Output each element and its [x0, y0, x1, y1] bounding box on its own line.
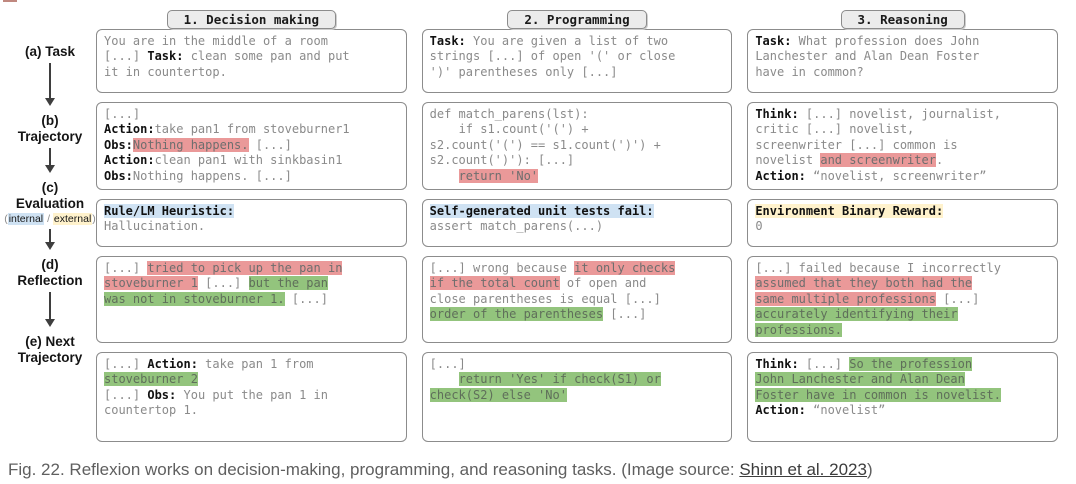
reflection-box-programming: [...] wrong because it only checks if th… — [421, 256, 733, 344]
row-label-evaluation-internal-external: (internal / external) — [4, 213, 96, 225]
flow-labels-column: (a) Task (b) Trajectory (c) Evaluation (… — [4, 10, 96, 442]
row-label-evaluation: Evaluation — [15, 196, 85, 211]
task-box-decision-making: You are in the middle of a room [...] Ta… — [96, 29, 407, 93]
content-grid: 1. Decision making You are in the middle… — [96, 10, 1058, 443]
row-label-reflection: Reflection — [17, 273, 83, 288]
arrow-trajectory-to-evaluation — [45, 148, 55, 173]
trajectory-box-programming: def match_parens(lst): if s1.count('(') … — [421, 102, 733, 190]
column-programming-task-cell: 2. Programming Task: You are given a lis… — [421, 10, 733, 93]
column-header-programming: 2. Programming — [507, 10, 647, 29]
row-label-reflection-letter: (d) — [41, 257, 59, 272]
arrow-task-to-trajectory — [45, 63, 55, 106]
column-header-decision-making: 1. Decision making — [166, 10, 337, 29]
row-label-evaluation-letter: (c) — [41, 180, 59, 195]
row-label-trajectory: Trajectory — [17, 129, 83, 144]
column-header-reasoning: 3. Reasoning — [840, 10, 965, 29]
next-trajectory-box-programming: [...] return 'Yes' if check(S1) or check… — [421, 352, 733, 443]
row-label-trajectory-letter: (b) — [41, 113, 59, 128]
task-box-programming: Task: You are given a list of two string… — [421, 29, 733, 93]
figure-caption: Fig. 22. Reflexion works on decision-mak… — [8, 460, 1076, 480]
caption-source-link[interactable]: Shinn et al. 2023 — [739, 460, 867, 480]
next-trajectory-box-decision-making: [...] Action: take pan 1 from stoveburne… — [96, 352, 407, 443]
column-reasoning-task-cell: 3. Reasoning Task: What profession does … — [747, 10, 1058, 93]
next-trajectory-box-reasoning: Think: [...] So the profession John Lanc… — [747, 352, 1058, 443]
caption-text-close: ) — [866, 460, 873, 480]
row-label-next-letter: (e) Next — [25, 334, 75, 349]
arrow-reflection-to-next — [45, 292, 55, 327]
task-box-reasoning: Task: What profession does John Lanchest… — [747, 29, 1058, 93]
caption-text: Fig. 22. Reflexion works on decision-mak… — [8, 460, 740, 480]
column-decision-making-task-cell: 1. Decision making You are in the middle… — [96, 10, 407, 93]
reflection-box-decision-making: [...] tried to pick up the pan in stoveb… — [96, 256, 407, 344]
reflexion-figure: (a) Task (b) Trajectory (c) Evaluation (… — [4, 10, 1058, 443]
arrow-evaluation-to-reflection — [45, 229, 55, 250]
reflection-box-reasoning: [...] failed because I incorrectly assum… — [747, 256, 1058, 344]
row-label-next-trajectory: Trajectory — [17, 350, 83, 365]
trajectory-box-decision-making: [...] Action:take pan1 from stoveburner1… — [96, 102, 407, 190]
evaluation-box-decision-making: Rule/LM Heuristic: Hallucination. — [96, 199, 407, 247]
evaluation-box-programming: Self-generated unit tests fail: assert m… — [421, 199, 733, 247]
row-label-task: (a) Task — [24, 44, 76, 59]
top-left-page-artifact — [3, 0, 17, 2]
evaluation-box-reasoning: Environment Binary Reward: 0 — [747, 199, 1058, 247]
trajectory-box-reasoning: Think: [...] novelist, journalist, criti… — [747, 102, 1058, 190]
